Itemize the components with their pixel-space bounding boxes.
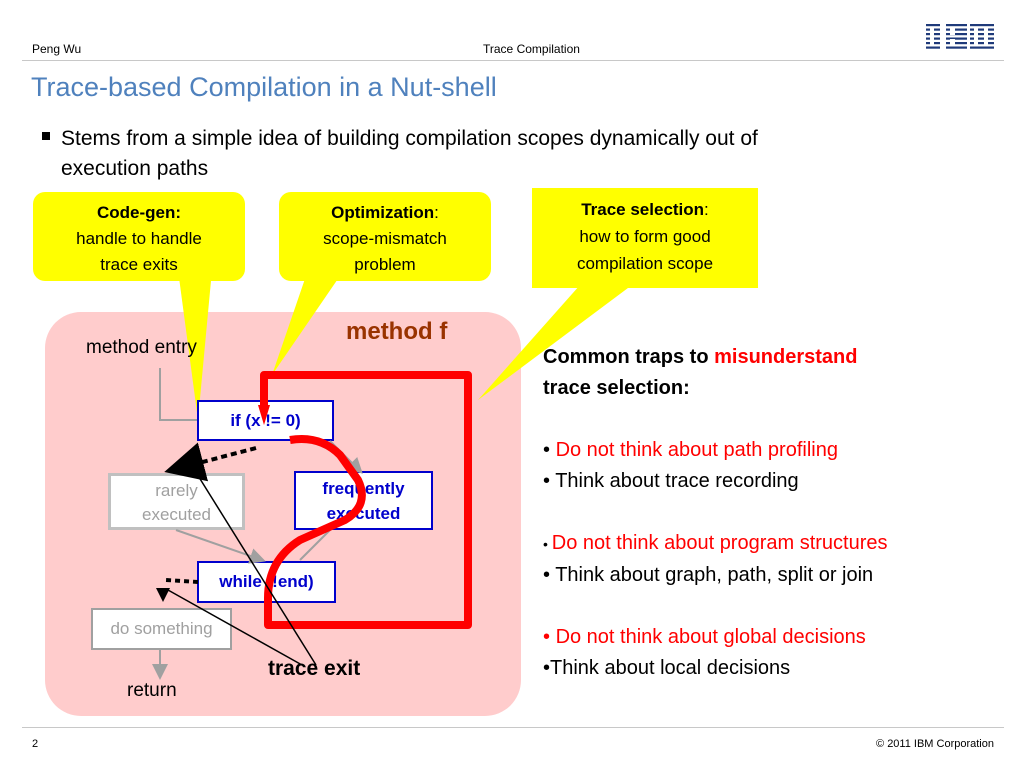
trace-exit-arrowhead-icon [156,588,170,602]
page-number: 2 [32,738,39,750]
entry-edge [159,368,197,421]
return-label: return [127,680,177,701]
trace-selection-line-1: how to form good [579,227,711,246]
header-topic: Trace Compilation [483,42,580,56]
trap-item-1: Do not think about path profiling [555,439,838,461]
trace-exit-arrow-1 [164,442,257,482]
optimization-callout: Optimization: scope-mismatch problem [279,192,491,281]
traps-heading-prefix: Common traps to [543,346,715,368]
header-divider [22,60,1004,61]
trace-selection-heading: Trace selection [581,200,705,219]
page-title: Trace-based Compilation in a Nut-shell [31,72,497,102]
trap-item-5: Do not think about global decisions [555,626,866,648]
bullet-dot-5: • [543,626,556,648]
codegen-line-2: trace exits [100,255,178,274]
trace-selection-callout: Trace selection: how to form good compil… [532,188,758,288]
rarely-line-2: executed [142,505,211,524]
codegen-heading: Code-gen: [96,203,182,222]
trace-exit-arrow-2 [165,578,199,584]
bullet-dot-3: • [543,536,552,552]
freq-to-while-edge [299,529,331,561]
trace-arrowhead-icon [258,405,270,425]
trace-selection-pointer [478,285,632,400]
optimization-pointer [272,270,344,375]
codegen-line-1: handle to handle [76,229,202,248]
codegen-pointer [178,270,212,420]
traps-heading-red: misunderstand [714,346,858,368]
optimization-line-2: problem [354,255,416,274]
codegen-callout: Code-gen: handle to handle trace exits [33,192,245,281]
bullet-square-icon [42,132,50,140]
bullet-dot-1: • [543,439,556,461]
trace-selection-line-2: compilation scope [576,254,714,273]
method-entry-label: method entry [86,337,197,358]
method-label: method f [346,318,448,345]
bullet-dot-2: • [543,470,556,492]
trap-item-4: Think about graph, path, split or join [555,564,874,586]
bullet-dot-4: • [543,564,556,586]
trace-selection-colon: : [704,200,709,219]
header-author: Peng Wu [32,42,82,56]
trace-exit-label: trace exit [268,657,361,680]
optimization-colon: : [434,203,439,222]
trace-exit-pointer-1 [191,465,317,666]
do-something-node: do something [91,608,232,650]
trap-item-2: Think about trace recording [555,470,799,492]
footer-divider [22,727,1004,728]
rarely-executed-node: rarely executed [108,473,245,530]
copyright: © 2011 IBM Corporation [876,738,994,750]
bullet-line-1: Stems from a simple idea of building com… [61,127,758,150]
rarely-line-1: rarely [155,481,198,500]
optimization-line-1: scope-mismatch [323,229,447,248]
rarely-to-while-edge [175,529,266,564]
traps-heading-line-2: trace selection: [543,377,690,399]
optimization-heading: Optimization [331,203,435,222]
trap-item-3: Do not think about program structures [551,532,888,554]
bullet-dot-6: • [543,657,551,679]
trace-exit-pointer-2 [167,589,303,666]
bullet-line-2: execution paths [61,157,209,180]
ibm-logo [926,22,994,52]
trace-path [260,371,472,629]
trap-item-6: Think about local decisions [550,657,791,679]
traps-panel: Common traps to misunderstand trace sele… [543,342,888,684]
